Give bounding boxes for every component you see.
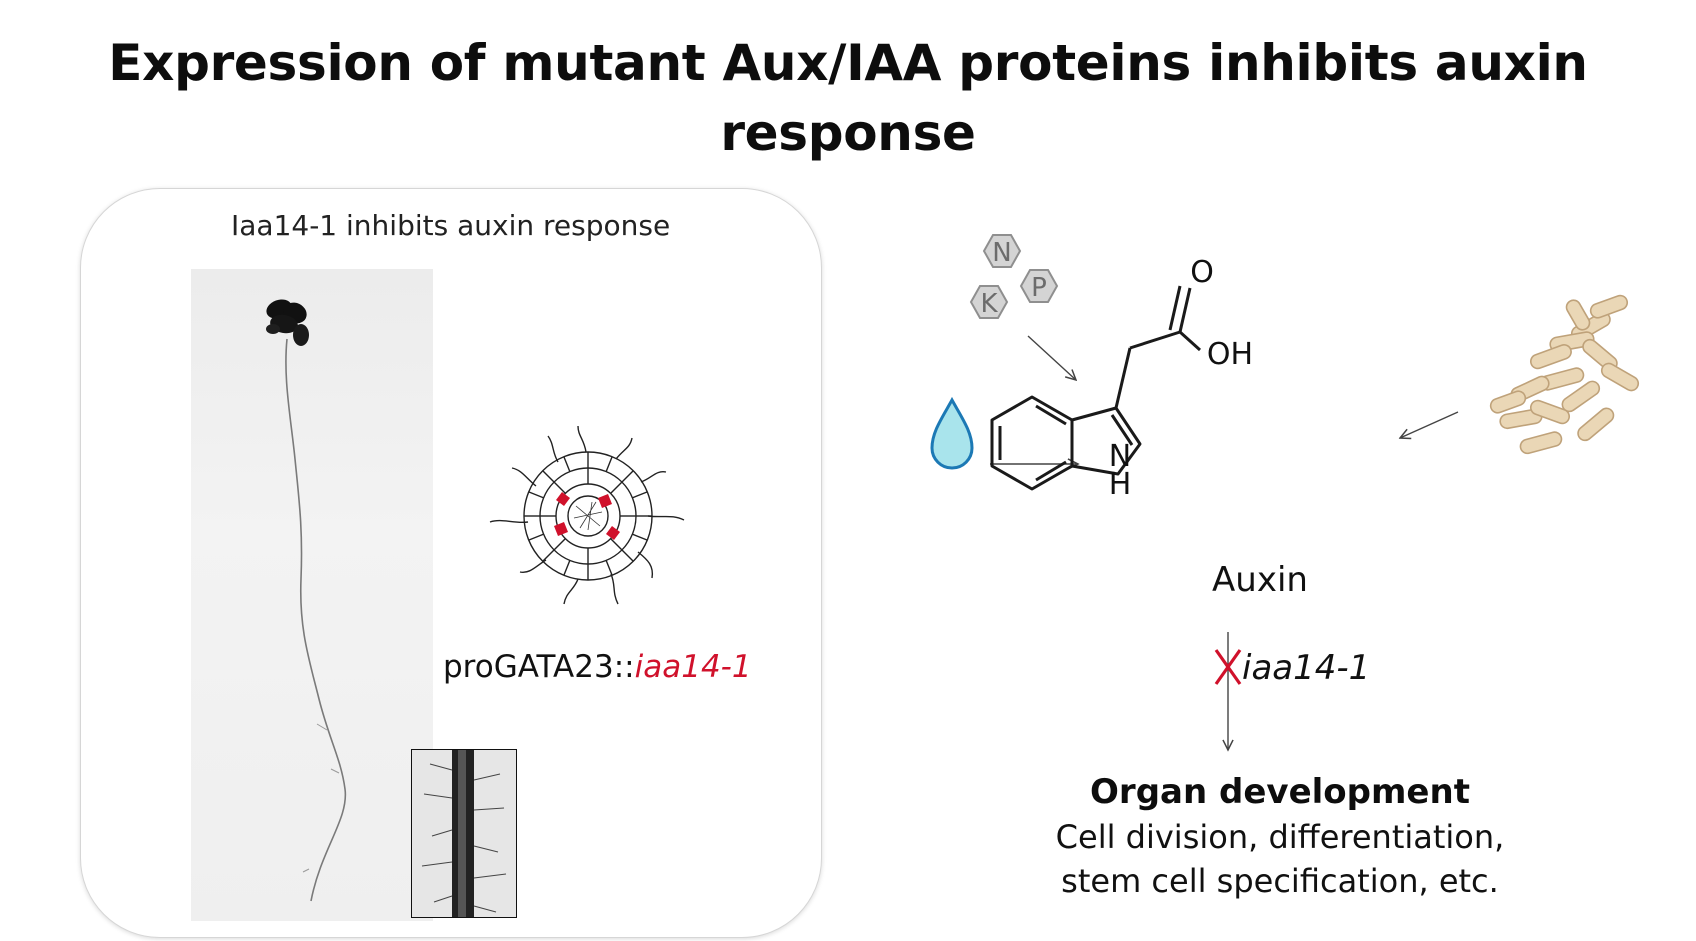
atom-carbonyl-oxygen: O <box>1190 255 1214 290</box>
blocking-allele: iaa14-1 <box>1242 648 1371 688</box>
construct-prefix: proGATA23:: <box>443 649 635 685</box>
water-drop-icon <box>930 396 974 470</box>
right-panel: N P K <box>890 200 1650 930</box>
construct-label: proGATA23::iaa14-1 <box>443 649 752 685</box>
nutrient-hex-k-label: K <box>980 289 998 319</box>
nutrient-hex-n: N <box>982 234 1022 268</box>
outcome-line-2: stem cell specification, etc. <box>1061 862 1499 900</box>
bacteria-arrow <box>1400 411 1459 438</box>
nutrient-hex-p-label: P <box>1031 273 1047 303</box>
outcome-title: Organ development <box>1090 772 1470 812</box>
atom-hydrogen: H <box>1109 467 1132 502</box>
seedling-photo <box>191 269 433 921</box>
construct-allele: iaa14-1 <box>634 649 752 685</box>
auxin-structure <box>990 285 1202 491</box>
nutrient-hex-k: K <box>969 285 1009 319</box>
inset-root-image <box>412 750 516 917</box>
auxin-pathway-diagram: N P K <box>930 234 1640 770</box>
atom-nitrogen: N <box>1109 439 1131 474</box>
panel-label: Iaa14-1 inhibits auxin response <box>231 209 671 242</box>
root-cross-section-drawing <box>466 414 706 619</box>
slide-title: Expression of mutant Aux/IAA proteins in… <box>108 34 1588 162</box>
block-x-icon <box>1214 649 1242 685</box>
outcome-line-1: Cell division, differentiation, <box>1055 818 1505 856</box>
nutrient-icon: N P K <box>969 234 1059 319</box>
nutrient-arrow <box>1027 335 1076 380</box>
bacteria-icon <box>1489 294 1640 455</box>
seedling-image <box>266 299 347 902</box>
outcome-body: Cell division, differentiation, stem cel… <box>980 815 1580 903</box>
molecule-name: Auxin <box>1212 560 1308 600</box>
inset-root-photo <box>411 749 517 918</box>
nutrient-hex-n-label: N <box>992 238 1011 268</box>
left-panel: Iaa14-1 inhibits auxin response <box>80 188 822 938</box>
atom-hydroxyl: OH <box>1207 337 1253 372</box>
nutrient-hex-p: P <box>1019 269 1059 303</box>
cross-section-svg <box>489 425 685 605</box>
